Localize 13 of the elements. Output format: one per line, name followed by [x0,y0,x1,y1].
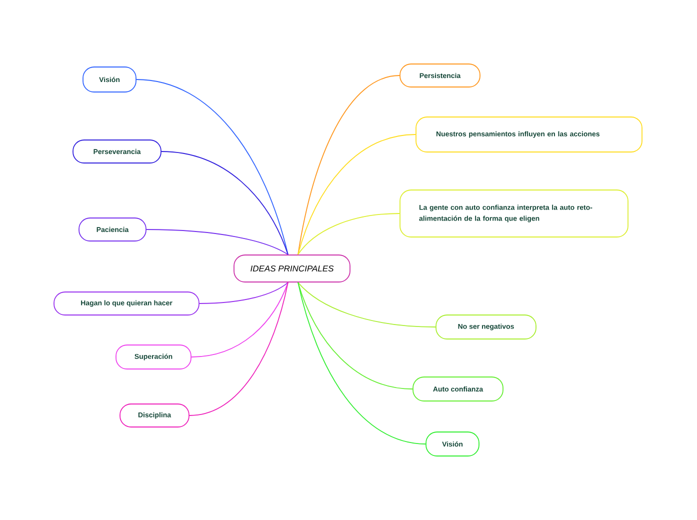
branch-line [298,282,413,390]
branch-line [136,79,288,255]
branch-line [298,75,400,255]
branch-line [298,213,400,255]
branch-line [146,229,288,255]
branch-line [298,282,436,328]
branch-line [298,134,416,255]
central-topic-box: IDEAS PRINCIPALES [234,254,350,282]
branch-line [199,282,288,304]
branch-line [191,282,288,358]
branch-line [189,282,288,416]
branch-line [161,151,288,255]
branch-line [298,282,426,444]
